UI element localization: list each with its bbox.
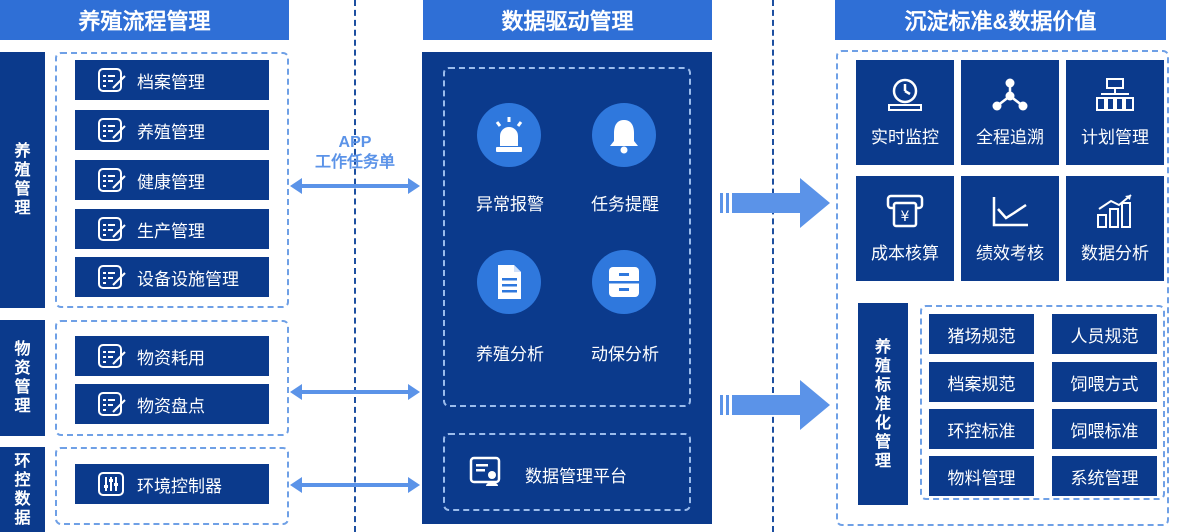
group-label-text: 养殖管理 [14, 143, 31, 217]
item-label: 物资盘点 [137, 396, 205, 416]
standard-feeding-method[interactable]: 饲喂方式 [1052, 362, 1157, 402]
list-edit-icon [98, 217, 126, 241]
sliders-icon [98, 472, 124, 496]
health-analysis-feature[interactable] [592, 250, 656, 314]
group-box-materials [55, 320, 289, 436]
group-box-breeding [55, 52, 289, 308]
reminder-feature[interactable] [592, 103, 656, 167]
group-label-env: 环控数据 [0, 447, 45, 532]
reminder-label: 任务提醒 [591, 195, 659, 214]
tile-plan-management[interactable]: 计划管理 [1066, 60, 1164, 165]
header-right: 沉淀标准&数据价值 [835, 0, 1166, 40]
item-breeding[interactable]: 养殖管理 [75, 110, 269, 150]
standard-staff-spec[interactable]: 人员规范 [1052, 314, 1157, 354]
app-label: APP [338, 134, 372, 151]
standard-env-control[interactable]: 环控标准 [929, 409, 1034, 449]
certificate-icon [469, 456, 501, 486]
list-edit-icon [98, 392, 126, 416]
bell-icon [610, 120, 638, 154]
standard-system-management[interactable]: 系统管理 [1052, 456, 1157, 496]
item-health[interactable]: 健康管理 [75, 160, 269, 200]
breeding-analysis-feature[interactable] [477, 250, 541, 314]
tile-label: 计划管理 [1081, 128, 1149, 147]
group-box-env [55, 447, 289, 525]
item-archive[interactable]: 档案管理 [75, 60, 269, 100]
tile-label: 数据分析 [1081, 244, 1149, 263]
item-equipment[interactable]: 设备设施管理 [75, 257, 269, 297]
network-icon [992, 78, 1028, 111]
list-edit-icon [98, 168, 126, 192]
tile-realtime-monitoring[interactable]: 实时监控 [856, 60, 954, 165]
platform-box[interactable] [443, 433, 691, 511]
list-edit-icon [98, 118, 126, 142]
tile-data-analysis[interactable]: 数据分析 [1066, 176, 1164, 281]
health-analysis-label: 动保分析 [591, 345, 659, 364]
separator-left [354, 0, 356, 532]
header-left: 养殖流程管理 [0, 0, 289, 40]
standard-farm-spec[interactable]: 猪场规范 [929, 314, 1034, 354]
item-material-usage[interactable]: 物资耗用 [75, 336, 269, 376]
alarm-label: 异常报警 [476, 195, 544, 214]
tile-label: 实时监控 [871, 128, 939, 147]
item-label: 养殖管理 [137, 122, 205, 142]
document-icon [498, 265, 521, 299]
double-arrow-1 [290, 178, 420, 194]
features-box [443, 67, 691, 407]
breeding-analysis-label: 养殖分析 [476, 345, 544, 364]
arrow-right-1 [720, 178, 830, 228]
standard-material-management[interactable]: 物料管理 [929, 456, 1034, 496]
alarm-icon [495, 117, 523, 152]
double-arrow-2 [290, 384, 420, 400]
item-env-controller[interactable]: 环境控制器 [75, 464, 269, 504]
separator-right [772, 0, 774, 532]
item-production[interactable]: 生产管理 [75, 209, 269, 249]
standards-box [920, 305, 1165, 500]
tile-performance[interactable]: 绩效考核 [961, 176, 1059, 281]
group-label-text: 环控数据 [14, 452, 31, 527]
tile-label: 成本核算 [871, 244, 939, 263]
org-chart-icon [1096, 78, 1134, 111]
tile-traceability[interactable]: 全程追溯 [961, 60, 1059, 165]
arrow-right-2 [720, 380, 830, 430]
header-middle: 数据驱动管理 [423, 0, 712, 40]
bar-growth-icon [1097, 194, 1132, 228]
group-label-materials: 物资管理 [0, 320, 45, 436]
list-edit-icon [98, 265, 126, 289]
task-list-label: 工作任务单 [314, 154, 395, 171]
item-label: 环境控制器 [137, 476, 222, 496]
tile-label: 绩效考核 [976, 244, 1044, 263]
list-edit-icon [98, 344, 126, 368]
tile-cost-accounting[interactable]: ¥ 成本核算 [856, 176, 954, 281]
item-label: 设备设施管理 [137, 269, 239, 289]
cabinet-icon [609, 267, 639, 297]
svg-text:¥: ¥ [901, 209, 910, 225]
middle-panel [422, 52, 712, 524]
right-container [836, 50, 1169, 526]
double-arrow-3 [290, 477, 420, 493]
standards-label: 养殖标准化管理 [858, 303, 908, 505]
group-label-breeding: 养殖管理 [0, 52, 45, 308]
group-label-text: 物资管理 [14, 341, 31, 415]
standard-archive-spec[interactable]: 档案规范 [929, 362, 1034, 402]
app-task-label: APP 工作任务单 [290, 133, 420, 173]
yen-register-icon: ¥ [886, 194, 924, 228]
item-label: 生产管理 [137, 221, 205, 241]
item-label: 档案管理 [137, 72, 205, 92]
alarm-feature[interactable] [477, 103, 541, 167]
list-edit-icon [98, 68, 126, 92]
item-label: 物资耗用 [137, 348, 205, 368]
line-chart-icon [992, 197, 1028, 227]
item-label: 健康管理 [137, 172, 205, 192]
gauge-icon [888, 78, 922, 111]
item-material-inventory[interactable]: 物资盘点 [75, 384, 269, 424]
standard-feeding-standard[interactable]: 饲喂标准 [1052, 409, 1157, 449]
tile-label: 全程追溯 [976, 128, 1044, 147]
standards-label-text: 养殖标准化管理 [874, 338, 891, 470]
platform-label: 数据管理平台 [525, 467, 627, 486]
